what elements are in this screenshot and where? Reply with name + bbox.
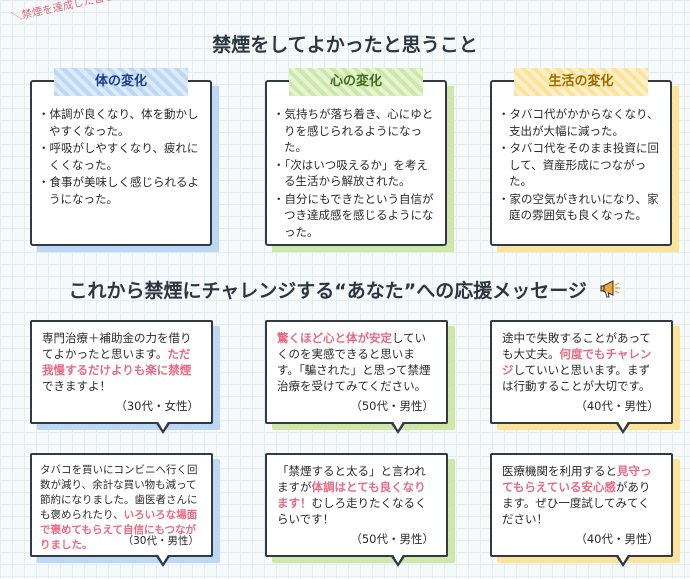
message-bubble: タバコを買いにコンビニへ行く回数が減り、余計な買い物も減って節約になりました。歯… — [30, 453, 213, 567]
message-bubble: 医療機関を利用すると見守ってもらえている安心感があります。ぜひ一度試してみてくだ… — [490, 453, 673, 567]
message-author: （30代・男性） — [122, 535, 199, 547]
message-text: 途中で失敗することがあっても大丈夫。 — [502, 331, 651, 361]
message-text: タバコを買いにコンビニへ行く回数が減り、余計な買い物も減って節約になりました。歯… — [40, 464, 198, 521]
bubble-tail — [155, 553, 171, 567]
list-item: 気持ちが落ち着き、心にゆとりを感じられるようになった。 — [275, 106, 439, 156]
survey-tag: ＼禁煙を達成した皆さんに聞きました／ — [10, 0, 198, 25]
list-item: 食事が美味しく感じられるようになった。 — [40, 174, 204, 207]
message-text: むしろ走りたくなるくらいです！ — [277, 496, 427, 526]
bubble-tail — [615, 553, 631, 567]
message-highlight: 体調はとても良くなります！ — [277, 480, 426, 510]
message-bubble: 専門治療＋補助金の力を借りてよかったと思います。ただ我慢するだけよりも楽に禁煙で… — [30, 320, 213, 434]
list-item: タバコ代をそのまま投資に回して、資産形成につながった。 — [500, 140, 664, 190]
mind-change-box: 心の変化 気持ちが落ち着き、心にゆとりを感じられるようになった。 「次はいつ吸え… — [265, 68, 447, 246]
message-text: していいと思います。まずは行動することが大切です。 — [502, 363, 651, 393]
message-text: していくのを実感できると思います。「騙された」と思って禁煙治療を受けてみてくださ… — [277, 331, 431, 393]
bubble-tail — [390, 420, 406, 434]
message-highlight: ただ我慢するだけよりも楽に禁煙 — [42, 347, 192, 377]
message-text: できますよ！ — [42, 379, 111, 393]
mind-change-title: 心の変化 — [289, 68, 423, 96]
message-text: があります。ぜひ一度試してみてください！ — [502, 480, 651, 526]
list-item: 体調が良くなり、体を動かしやすくなった。 — [40, 106, 204, 139]
list-item: 家の空気がきれいになり、家庭の雰囲気も良くなった。 — [500, 191, 664, 224]
message-text: 「禁煙すると太る」と言われますが — [277, 464, 426, 494]
life-change-title: 生活の変化 — [514, 68, 648, 96]
heading-messages: これから禁煙にチャレンジする“あなた”への応援メッセージ — [0, 276, 690, 304]
message-bubble: 驚くほど心と体が安定していくのを実感できると思います。「騙された」と思って禁煙治… — [265, 320, 448, 434]
message-highlight: 驚くほど心と体が安定 — [277, 331, 392, 345]
megaphone-icon — [600, 279, 622, 304]
bubble-tail — [390, 553, 406, 567]
list-item: タバコ代がかからなくなり、支出が大幅に減った。 — [500, 106, 664, 139]
message-highlight: いろいろな場面で褒めてもらえて自信にもつながりました。 — [40, 509, 198, 551]
heading-benefits: 禁煙をしてよかったと思うこと — [212, 34, 478, 56]
message-author: （40代・男性） — [575, 532, 659, 546]
message-author: （40代・男性） — [575, 399, 659, 413]
message-text: 医療機関を利用すると — [502, 464, 617, 478]
message-author: （50代・男性） — [350, 532, 434, 546]
body-change-title: 体の変化 — [54, 68, 188, 96]
bubble-tail — [155, 420, 171, 434]
list-item: 呼吸がしやすくなり、疲れにくくなった。 — [40, 140, 204, 173]
body-change-box: 体の変化 体調が良くなり、体を動かしやすくなった。 呼吸がしやすくなり、疲れにく… — [30, 68, 212, 246]
list-item: 自分にもできたという自信がつき達成感を感じるようになった。 — [275, 191, 439, 241]
bubble-tail — [615, 420, 631, 434]
heading-messages-text: これから禁煙にチャレンジする“あなた”への応援メッセージ — [68, 280, 587, 302]
message-bubble: 途中で失敗することがあっても大丈夫。何度でもチャレンジしていいと思います。まずは… — [490, 320, 673, 434]
message-highlight: 何度でもチャレンジ — [502, 347, 652, 377]
life-change-box: 生活の変化 タバコ代がかからなくなり、支出が大幅に減った。 タバコ代をそのまま投… — [490, 68, 672, 246]
message-highlight: 見守ってもらえている安心感 — [502, 464, 652, 494]
message-author: （30代・女性） — [115, 399, 199, 413]
list-item: 「次はいつ吸えるか」を考える生活から解放された。 — [275, 157, 439, 190]
message-text: 専門治療＋補助金の力を借りてよかったと思います。 — [42, 331, 192, 361]
message-author: （50代・男性） — [350, 399, 434, 413]
message-bubble: 「禁煙すると太る」と言われますが体調はとても良くなります！むしろ走りたくなるくら… — [265, 453, 448, 567]
